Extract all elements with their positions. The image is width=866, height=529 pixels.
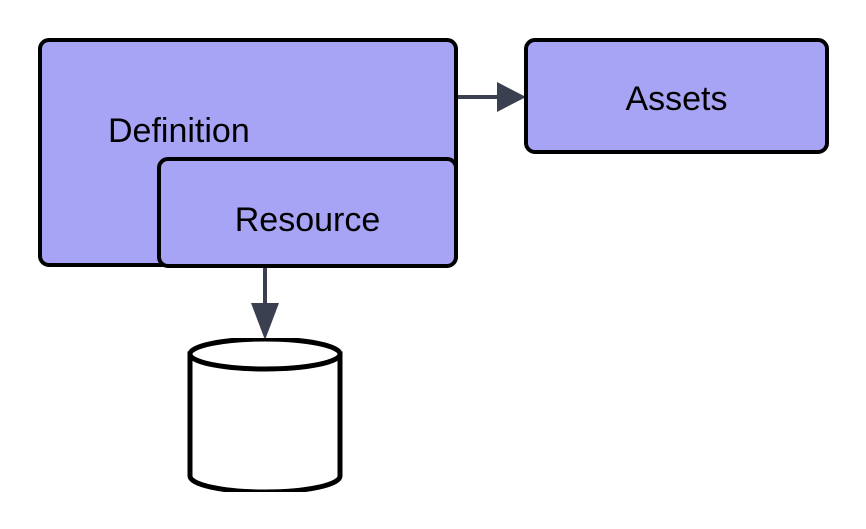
node-definition[interactable]: Definition Resource (38, 38, 458, 268)
node-assets-label: Assets (625, 80, 728, 118)
node-datastore[interactable] (187, 336, 343, 495)
node-resource[interactable]: Resource (157, 157, 458, 268)
database-cylinder-icon (187, 336, 343, 495)
node-resource-label: Resource (234, 201, 381, 239)
node-definition-label: Definition (108, 112, 250, 150)
node-assets[interactable]: Assets (524, 38, 829, 154)
edge-definition-to-assets (456, 82, 526, 112)
